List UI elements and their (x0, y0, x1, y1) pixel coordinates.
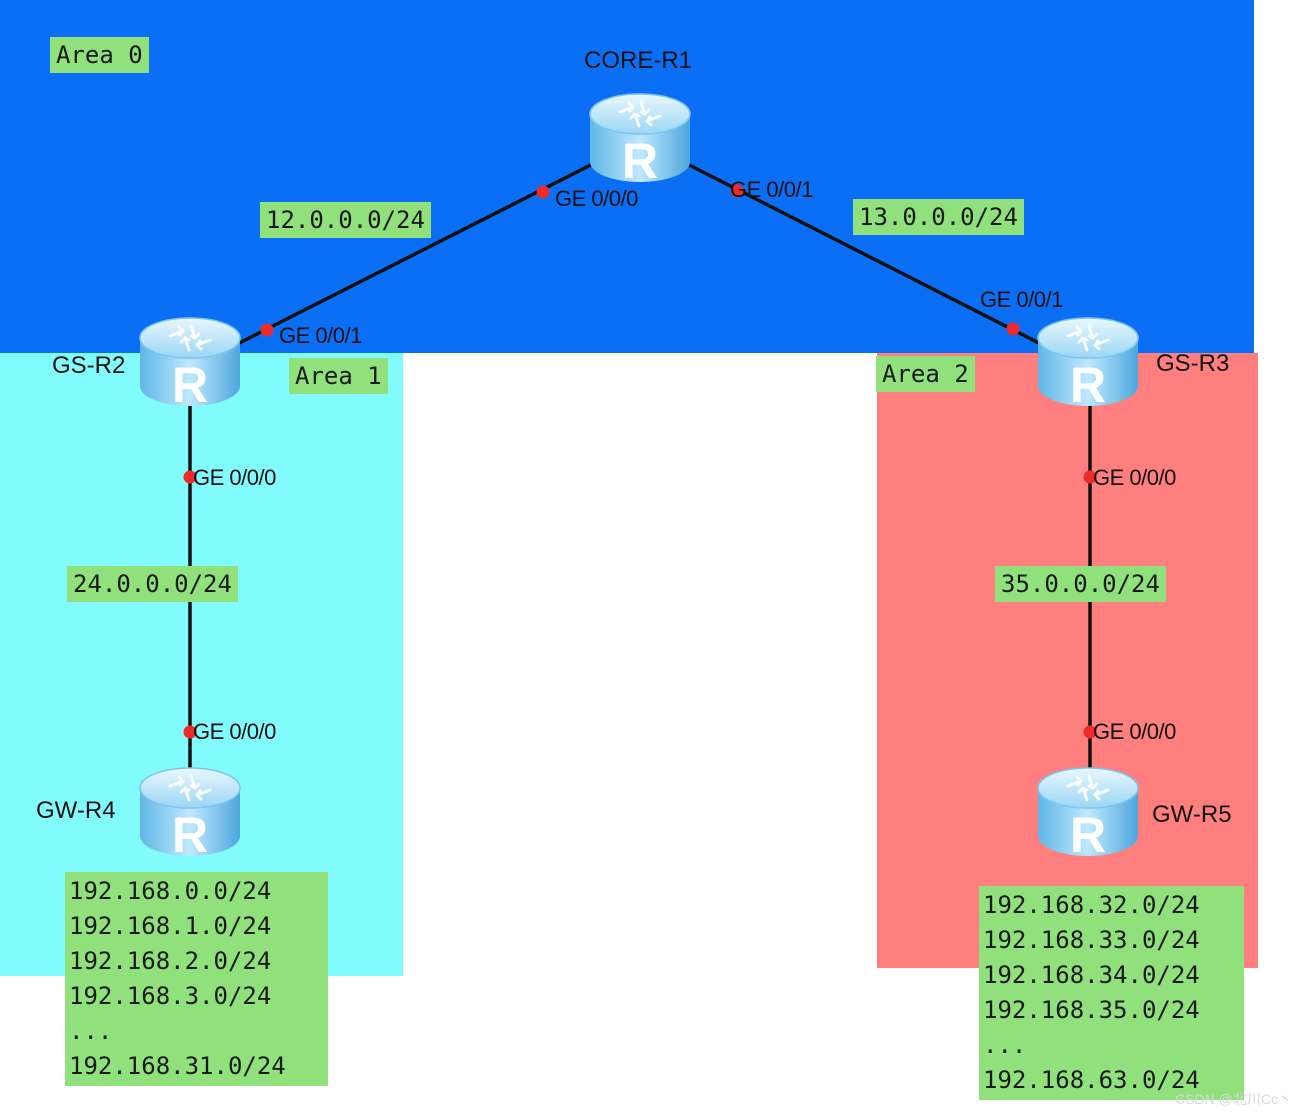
port-label-r3-g1: GE 0/0/1 (980, 287, 1063, 312)
watermark: CSDN @北川Cc丶 (1175, 1091, 1292, 1107)
network-item: 192.168.63.0/24 (983, 1066, 1200, 1094)
svg-text:R: R (1070, 357, 1106, 413)
network-list-r5: 192.168.32.0/24 192.168.33.0/24 192.168.… (979, 886, 1244, 1100)
port-label-r5-g0: GE 0/0/0 (1093, 719, 1176, 744)
port-dot-r3-g1 (1006, 322, 1020, 336)
router-name-r2: GS-R2 (52, 352, 126, 379)
network-list-r4: 192.168.0.0/24 192.168.1.0/24 192.168.2.… (65, 872, 328, 1086)
port-dot-r4-g0 (183, 725, 197, 739)
port-label-r2-g0: GE 0/0/0 (193, 465, 276, 490)
router-name-r4: GW-R4 (36, 797, 116, 824)
svg-text:R: R (172, 807, 208, 863)
router-icon-r4[interactable]: R (138, 766, 242, 863)
subnet-label-r2-r4: 24.0.0.0/24 (67, 566, 238, 602)
subnet-label-r3-r5: 35.0.0.0/24 (995, 566, 1166, 602)
network-item: 192.168.33.0/24 (983, 926, 1200, 954)
port-dot-r1-g0 (536, 185, 550, 199)
router-name-r5: GW-R5 (1152, 801, 1232, 828)
link-r1-r2 (188, 138, 642, 370)
network-item: 192.168.0.0/24 (69, 877, 272, 905)
port-label-r2-g1: GE 0/0/1 (279, 323, 362, 348)
port-dot-r2-g1 (260, 323, 274, 337)
network-item: 192.168.31.0/24 (69, 1052, 286, 1080)
network-item: ... (69, 1017, 113, 1045)
network-item: 192.168.34.0/24 (983, 961, 1200, 989)
svg-text:R: R (1070, 807, 1106, 863)
svg-text:R: R (172, 357, 208, 413)
svg-text:R: R (622, 133, 658, 189)
router-icon-r3[interactable]: R (1036, 316, 1140, 413)
area-1-label: Area 1 (289, 358, 388, 394)
area-2-region (877, 353, 1258, 968)
area-2-label: Area 2 (876, 356, 975, 392)
network-item: 192.168.2.0/24 (69, 947, 272, 975)
subnet-label-r1-r3: 13.0.0.0/24 (853, 199, 1024, 235)
network-item: 192.168.35.0/24 (983, 996, 1200, 1024)
network-item: ... (983, 1031, 1027, 1059)
router-name-r3: GS-R3 (1156, 350, 1230, 377)
network-item: 192.168.32.0/24 (983, 891, 1200, 919)
router-name-r1: CORE-R1 (584, 47, 693, 74)
port-label-r1-g0: GE 0/0/0 (555, 186, 638, 211)
port-dot-r2-g0 (183, 470, 197, 484)
port-dot-r5-g0 (1083, 725, 1097, 739)
router-icon-r5[interactable]: R (1036, 766, 1140, 863)
router-icon-r2[interactable]: R (138, 316, 242, 413)
port-label-r3-g0: GE 0/0/0 (1093, 465, 1176, 490)
network-item: 192.168.1.0/24 (69, 912, 272, 940)
port-dot-r1-g1 (730, 184, 744, 198)
port-label-r4-g0: GE 0/0/0 (193, 719, 276, 744)
area-0-label: Area 0 (50, 37, 149, 73)
subnet-label-r1-r2: 12.0.0.0/24 (260, 202, 431, 238)
port-dot-r3-g0 (1083, 470, 1097, 484)
link-r1-r3 (638, 138, 1090, 370)
network-item: 192.168.3.0/24 (69, 982, 272, 1010)
port-label-r1-g1: GE 0/0/1 (730, 177, 813, 202)
router-icon-r1[interactable]: R (588, 92, 692, 189)
